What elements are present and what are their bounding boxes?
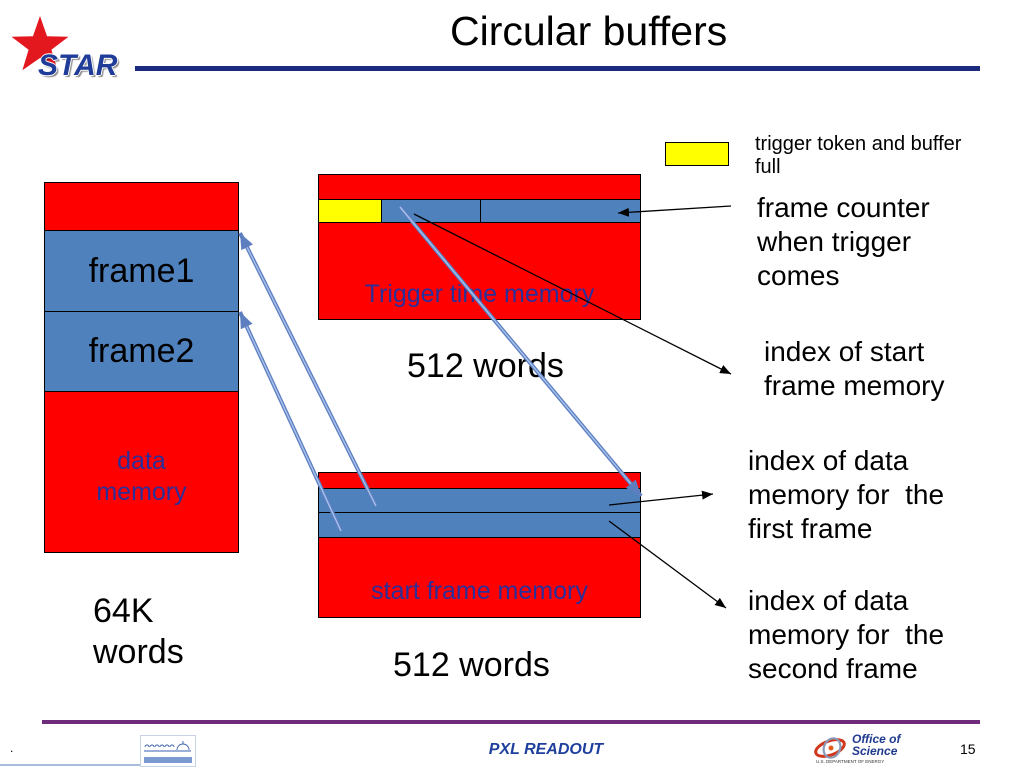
note-line: frame counter (757, 192, 930, 223)
note-line: when trigger (757, 226, 912, 257)
footer-edge-line (0, 764, 142, 766)
doe-logo-line: Science (852, 743, 898, 758)
office-of-science-wordmark: Office of Science (852, 732, 901, 758)
berkeley-lab-logo (140, 735, 196, 767)
note-line: memory for the (748, 479, 945, 510)
data-memory-label-line: data (117, 447, 166, 475)
red-star-icon (11, 16, 69, 71)
data-memory-size: 64K words (93, 591, 184, 673)
note-line: first frame (748, 513, 873, 544)
first-frame-index-row (318, 488, 641, 513)
star-logo-text: STAR (38, 49, 118, 82)
trigger-token-cell (318, 199, 382, 223)
start-frame-memory-label: start frame memory (371, 577, 588, 605)
legend-line: full (755, 156, 781, 178)
slide-title: Circular buffers (450, 8, 728, 54)
doe-logo-subtitle: U.S. DEPARTMENT OF ENERGY (816, 759, 885, 764)
data-memory-label: data memory (44, 446, 239, 508)
frame1-label: frame1 (88, 251, 195, 290)
start-index-cell (480, 199, 641, 223)
note-line: second frame (748, 653, 918, 684)
legend-yellow-swatch (665, 142, 729, 166)
legend-label: trigger token and buffer full (755, 133, 961, 179)
footer-title: PXL READOUT (488, 741, 604, 758)
data-memory-upper-region (44, 182, 239, 231)
legend-line: trigger token and buffer (755, 133, 962, 155)
page-number: 15 (960, 741, 976, 757)
note-line: comes (757, 260, 840, 291)
second-frame-index-row (318, 512, 641, 538)
start-frame-memory-size: 512 words (393, 646, 550, 684)
start-frame-index-note: index of start frame memory (764, 335, 944, 403)
data-memory-label-line: memory (96, 478, 187, 506)
frame1-slot: frame1 (44, 230, 239, 312)
data-memory-size-line: 64K (93, 592, 154, 630)
note-line: frame memory (764, 370, 945, 401)
office-of-science-logo (814, 737, 846, 759)
note-line: index of data (748, 585, 909, 616)
footer-left-mark: . (10, 741, 14, 755)
first-frame-index-note: index of data memory for the first frame (748, 444, 944, 546)
trigger-time-memory-label: Trigger time memory (364, 280, 595, 308)
doe-logo-line: Office of (852, 732, 901, 746)
note-line: index of data (748, 445, 909, 476)
frame-counter-cell (381, 199, 481, 223)
data-memory-size-line: words (93, 633, 184, 671)
frame2-label: frame2 (88, 332, 195, 370)
data-memory-lower-region (44, 391, 239, 553)
trigger-time-memory-size: 512 words (407, 347, 564, 385)
frame2-slot: frame2 (44, 311, 239, 392)
header-rule (135, 66, 980, 71)
note-line: index of start (764, 336, 925, 367)
frame-counter-note: frame counter when trigger comes (757, 191, 930, 293)
note-line: memory for the (748, 619, 945, 650)
footer-rule (42, 720, 980, 724)
second-frame-index-note: index of data memory for the second fram… (748, 584, 944, 686)
